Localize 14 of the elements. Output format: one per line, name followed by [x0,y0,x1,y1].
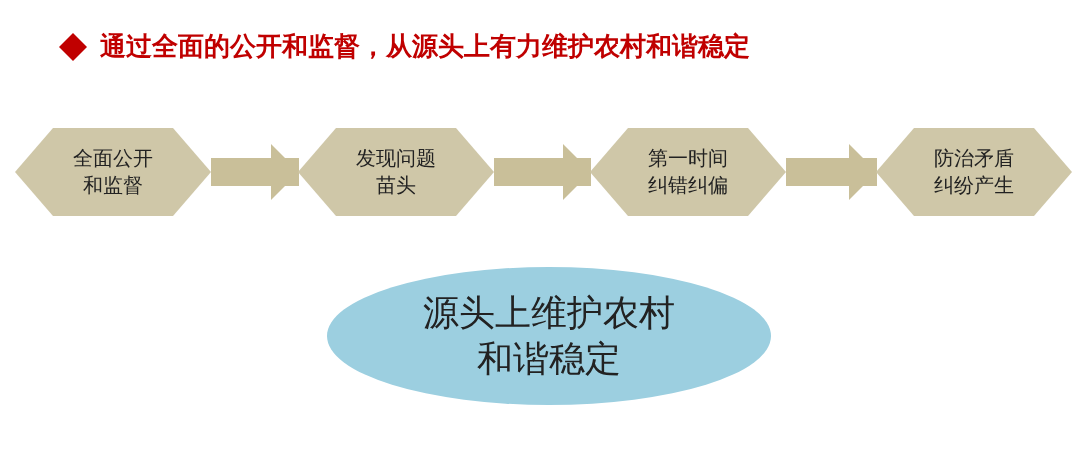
hexagon-node [876,128,1072,216]
node-text: 发现问题苗头 [355,145,437,199]
hexagon-node [15,128,211,216]
hexagon-node [298,128,494,216]
node-text: 源头上维护农村和谐稳定 [422,291,676,381]
node-text: 第一时间纠错纠偏 [647,145,729,199]
block-arrow [494,144,591,200]
node-text: 防治矛盾纠纷产生 [933,145,1015,199]
hexagon-node [590,128,786,216]
block-arrow [211,144,299,200]
block-arrow [786,144,877,200]
node-text: 全面公开和监督 [72,145,154,199]
title: 通过全面的公开和监督，从源头上有力维护农村和谐稳定 [100,30,750,63]
ellipse-node [326,266,772,406]
